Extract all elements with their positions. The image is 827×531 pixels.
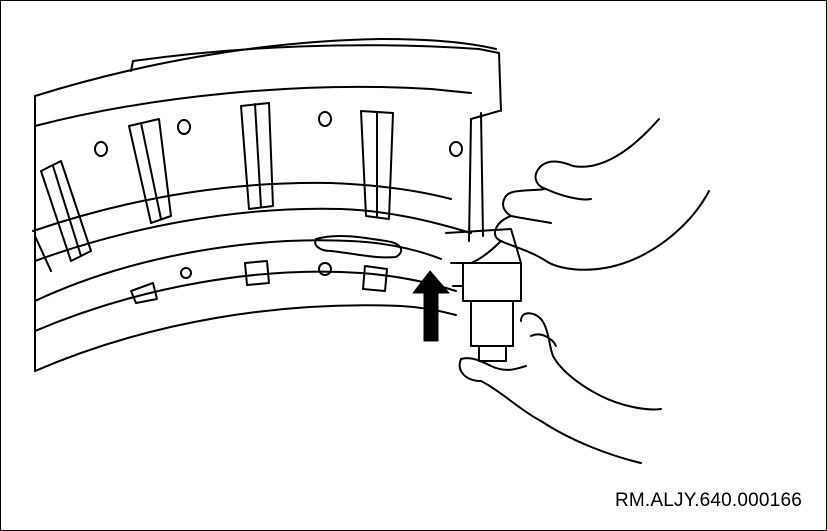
web-ribs [40, 102, 394, 304]
figure-reference-code: RM.ALJY.640.000166 [614, 490, 802, 511]
tool-pin [445, 228, 522, 362]
adjuster-wedge [314, 234, 403, 259]
upper-hand [470, 118, 710, 271]
up-arrow-icon [412, 270, 450, 342]
rivet-holes [94, 111, 463, 279]
lower-hand [458, 312, 662, 464]
